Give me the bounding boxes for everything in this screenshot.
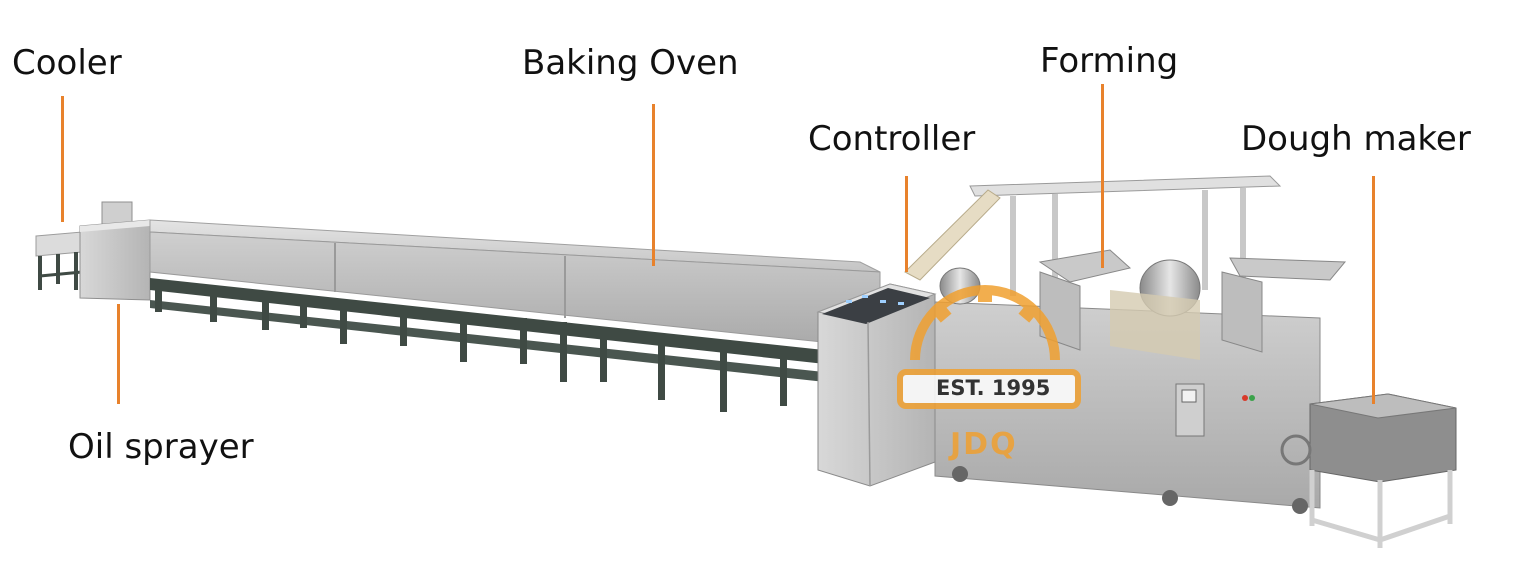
cooler-unit <box>35 231 83 290</box>
label-oil-sprayer: Oil sprayer <box>68 427 254 467</box>
leader-forming <box>1101 84 1104 268</box>
leader-baking-oven <box>652 104 655 266</box>
leader-cooler <box>61 96 64 222</box>
brand-watermark <box>897 285 1081 409</box>
oil-sprayer-unit <box>79 201 151 301</box>
label-forming: Forming <box>1040 41 1179 81</box>
watermark-brand: JDQ <box>950 427 1018 462</box>
leader-oil-sprayer <box>117 304 120 404</box>
label-controller: Controller <box>808 119 976 159</box>
leader-controller <box>905 176 908 272</box>
leader-dough-maker <box>1372 176 1375 404</box>
label-dough-maker: Dough maker <box>1241 119 1471 159</box>
dough-maker-unit <box>1280 393 1457 548</box>
forming-unit <box>904 175 1347 514</box>
label-baking-oven: Baking Oven <box>522 43 739 83</box>
controller-unit <box>816 283 937 487</box>
watermark-est: EST. 1995 <box>936 376 1051 400</box>
label-cooler: Cooler <box>12 43 122 83</box>
baking-oven-unit <box>149 219 881 412</box>
